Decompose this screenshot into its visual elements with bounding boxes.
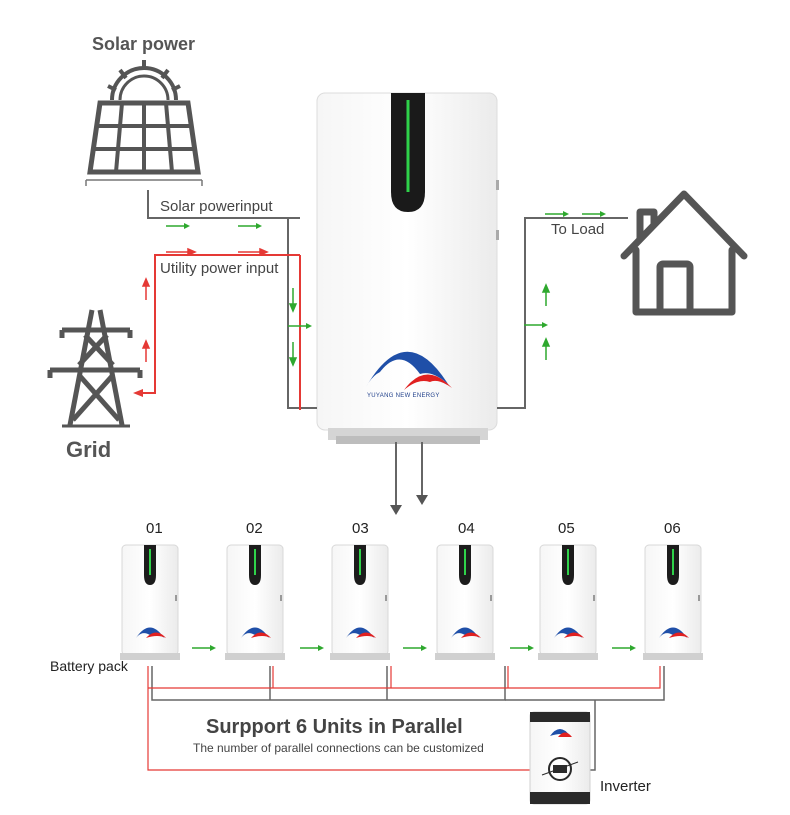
unit-number: 02 xyxy=(246,520,263,537)
battery-pack-label: Battery pack xyxy=(50,658,128,674)
solar-input-label: Solar powerinput xyxy=(160,198,273,215)
to-load-label: To Load xyxy=(551,221,605,238)
unit-number: 03 xyxy=(352,520,369,537)
unit-number: 06 xyxy=(664,520,681,537)
unit-number: 04 xyxy=(458,520,475,537)
solar-panel-icon xyxy=(85,60,203,186)
battery-unit-icon xyxy=(119,544,181,661)
inverter-label: Inverter xyxy=(600,778,651,795)
utility-input-label: Utility power input xyxy=(160,260,279,277)
battery-unit-icon xyxy=(434,544,496,661)
battery-unit-icon xyxy=(224,544,286,661)
unit-number: 05 xyxy=(558,520,575,537)
inverter-icon xyxy=(529,711,591,805)
parallel-subtitle: The number of parallel connections can b… xyxy=(193,741,484,755)
parallel-title: Surpport 6 Units in Parallel xyxy=(206,716,463,738)
brand-text: YUYANG NEW ENERGY xyxy=(367,393,440,399)
house-icon xyxy=(620,190,748,316)
grid-label: Grid xyxy=(66,437,112,462)
green-flow-arrows xyxy=(165,210,637,652)
red-flow-arrows xyxy=(141,247,269,362)
battery-unit-icon xyxy=(329,544,391,661)
power-tower-icon xyxy=(47,309,143,428)
unit-number: 01 xyxy=(146,520,163,537)
solar-power-label: Solar power xyxy=(92,34,196,54)
battery-unit-icon xyxy=(642,544,704,661)
battery-unit-icon xyxy=(537,544,599,661)
main-battery-cabinet xyxy=(316,92,499,444)
battery-units xyxy=(119,544,704,661)
